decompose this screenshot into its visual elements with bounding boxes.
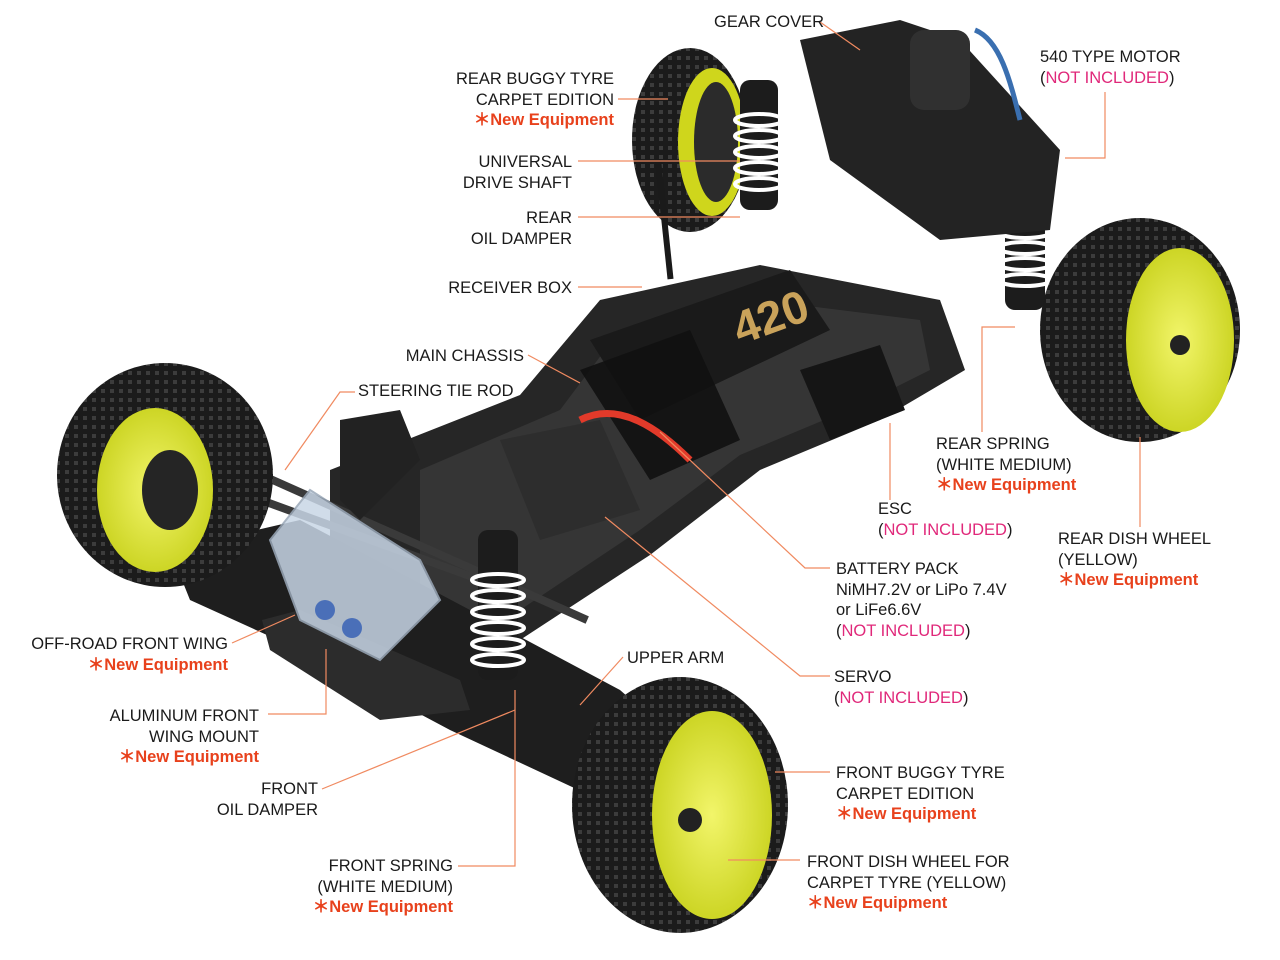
label-line: FRONT BUGGY TYRE	[836, 764, 1005, 782]
not-included-note: (NOT INCLUDED)	[834, 688, 969, 707]
label-front-dish-wheel: FRONT DISH WHEEL FOR CARPET TYRE (YELLOW)…	[807, 852, 1010, 914]
leader-upper-arm	[579, 656, 624, 706]
leader-front-spring	[458, 690, 516, 867]
leader-servo	[604, 516, 830, 677]
leader-motor	[1065, 92, 1106, 159]
label-line: WING MOUNT	[149, 727, 259, 746]
label-line: 540 TYPE MOTOR	[1040, 48, 1181, 66]
label-line: REAR	[526, 209, 572, 227]
label-motor: 540 TYPE MOTOR (NOT INCLUDED)	[1040, 47, 1181, 88]
label-line: OIL DAMPER	[216, 800, 318, 819]
rear-right-wheel	[1040, 218, 1240, 442]
label-rear-buggy-tyre: REAR BUGGY TYRE CARPET EDITION ＊New Equipm…	[456, 69, 614, 131]
label-line: FRONT SPRING	[328, 857, 453, 875]
label-line: ESC	[878, 500, 912, 518]
label-line: STEERING TIE ROD	[358, 382, 514, 400]
electronics-shape: 420	[500, 159, 905, 540]
label-line: DRIVE SHAFT	[462, 173, 572, 192]
new-equipment-badge: ＊New Equipment	[473, 111, 614, 129]
label-line: CARPET EDITION	[475, 90, 614, 109]
label-line: MAIN CHASSIS	[405, 347, 524, 365]
label-line: UNIVERSAL	[478, 153, 572, 171]
label-off-road-front-wing: OFF-ROAD FRONT WING ＊New Equipment	[31, 634, 228, 675]
label-line: RECEIVER BOX	[448, 279, 572, 297]
label-battery-pack: BATTERY PACK NiMH7.2V or LiPo 7.4V or LiFe…	[836, 559, 1007, 641]
leader-aluminum-front-wing-mount	[268, 649, 327, 715]
label-line: CARPET EDITION	[836, 784, 975, 803]
not-included-text: NOT INCLUDED	[841, 621, 965, 640]
label-line: REAR BUGGY TYRE	[455, 70, 614, 88]
label-servo: SERVO (NOT INCLUDED)	[834, 667, 968, 708]
label-line: SERVO	[834, 668, 892, 686]
label-line: OIL DAMPER	[470, 229, 572, 248]
new-equipment-badge: ＊New Equipment	[1058, 571, 1199, 589]
new-equipment-badge: ＊New Equipment	[87, 655, 228, 674]
label-gear-cover: GEAR COVER	[714, 12, 824, 33]
label-line: ALUMINUM FRONT	[109, 707, 259, 725]
label-line: CARPET TYRE (YELLOW)	[807, 873, 1007, 892]
not-included-text: NOT INCLUDED	[1045, 68, 1169, 87]
label-front-oil-damper: FRONT OIL DAMPER	[217, 779, 318, 820]
rear-left-wheel	[632, 48, 748, 232]
label-rear-spring: REAR SPRING (WHITE MEDIUM) ＊New Equipment	[936, 434, 1076, 496]
label-aluminum-front-wing-mount: ALUMINUM FRONT WING MOUNT ＊New Equipment	[110, 706, 259, 768]
label-upper-arm: UPPER ARM	[627, 648, 724, 669]
label-line: or LiFe6.6V	[836, 601, 922, 619]
new-equipment-badge: ＊New Equipment	[936, 476, 1077, 494]
leader-lines	[231, 21, 1141, 867]
label-line: (WHITE MEDIUM)	[317, 877, 453, 896]
label-line: (WHITE MEDIUM)	[936, 455, 1072, 474]
leader-steering-tie-rod	[284, 391, 355, 471]
not-included-note: (NOT INCLUDED)	[1040, 68, 1175, 87]
label-main-chassis: MAIN CHASSIS	[406, 346, 524, 367]
not-included-text: NOT INCLUDED	[883, 520, 1007, 539]
front-right-wheel	[572, 677, 788, 933]
label-line: BATTERY PACK	[836, 560, 959, 578]
leader-front-oil-damper	[321, 709, 516, 790]
not-included-note: (NOT INCLUDED)	[878, 520, 1013, 539]
leader-gear-cover	[819, 21, 861, 51]
label-line: REAR DISH WHEEL	[1058, 530, 1212, 548]
not-included-note: (NOT INCLUDED)	[836, 621, 971, 640]
label-rear-oil-damper: REAR OIL DAMPER	[471, 208, 572, 249]
label-esc: ESC (NOT INCLUDED)	[878, 499, 1012, 540]
new-equipment-badge: ＊New Equipment	[807, 894, 948, 912]
front-left-wheel	[57, 363, 273, 587]
gearbox-shape	[800, 20, 1060, 240]
label-receiver-box: RECEIVER BOX	[448, 278, 572, 299]
label-line: UPPER ARM	[627, 649, 725, 667]
leader-battery-pack	[659, 431, 830, 569]
label-line: NiMH7.2V or LiPo 7.4V	[836, 580, 1007, 599]
label-line: GEAR COVER	[714, 13, 825, 31]
leader-main-chassis	[527, 354, 581, 384]
label-universal-drive-shaft: UNIVERSAL DRIVE SHAFT	[463, 152, 572, 193]
label-line: FRONT	[261, 780, 318, 798]
leader-off-road-front-wing	[231, 614, 296, 644]
new-equipment-badge: ＊New Equipment	[312, 898, 453, 916]
new-equipment-badge: ＊New Equipment	[118, 748, 259, 766]
not-included-text: NOT INCLUDED	[839, 688, 963, 707]
label-rear-dish-wheel: REAR DISH WHEEL (YELLOW) ＊New Equipment	[1058, 529, 1211, 591]
label-line: (YELLOW)	[1058, 550, 1138, 569]
new-equipment-badge: ＊New Equipment	[836, 805, 977, 823]
label-steering-tie-rod: STEERING TIE ROD	[358, 381, 514, 402]
front-wing-shape	[268, 488, 442, 662]
leader-rear-spring	[981, 326, 1015, 432]
label-front-buggy-tyre: FRONT BUGGY TYRE CARPET EDITION ＊New Equip…	[836, 763, 1005, 825]
label-front-spring: FRONT SPRING (WHITE MEDIUM) ＊New Equipment	[313, 856, 453, 918]
label-line: FRONT DISH WHEEL FOR	[807, 853, 1010, 871]
label-line: OFF-ROAD FRONT WING	[31, 635, 228, 653]
label-line: REAR SPRING	[936, 435, 1050, 453]
